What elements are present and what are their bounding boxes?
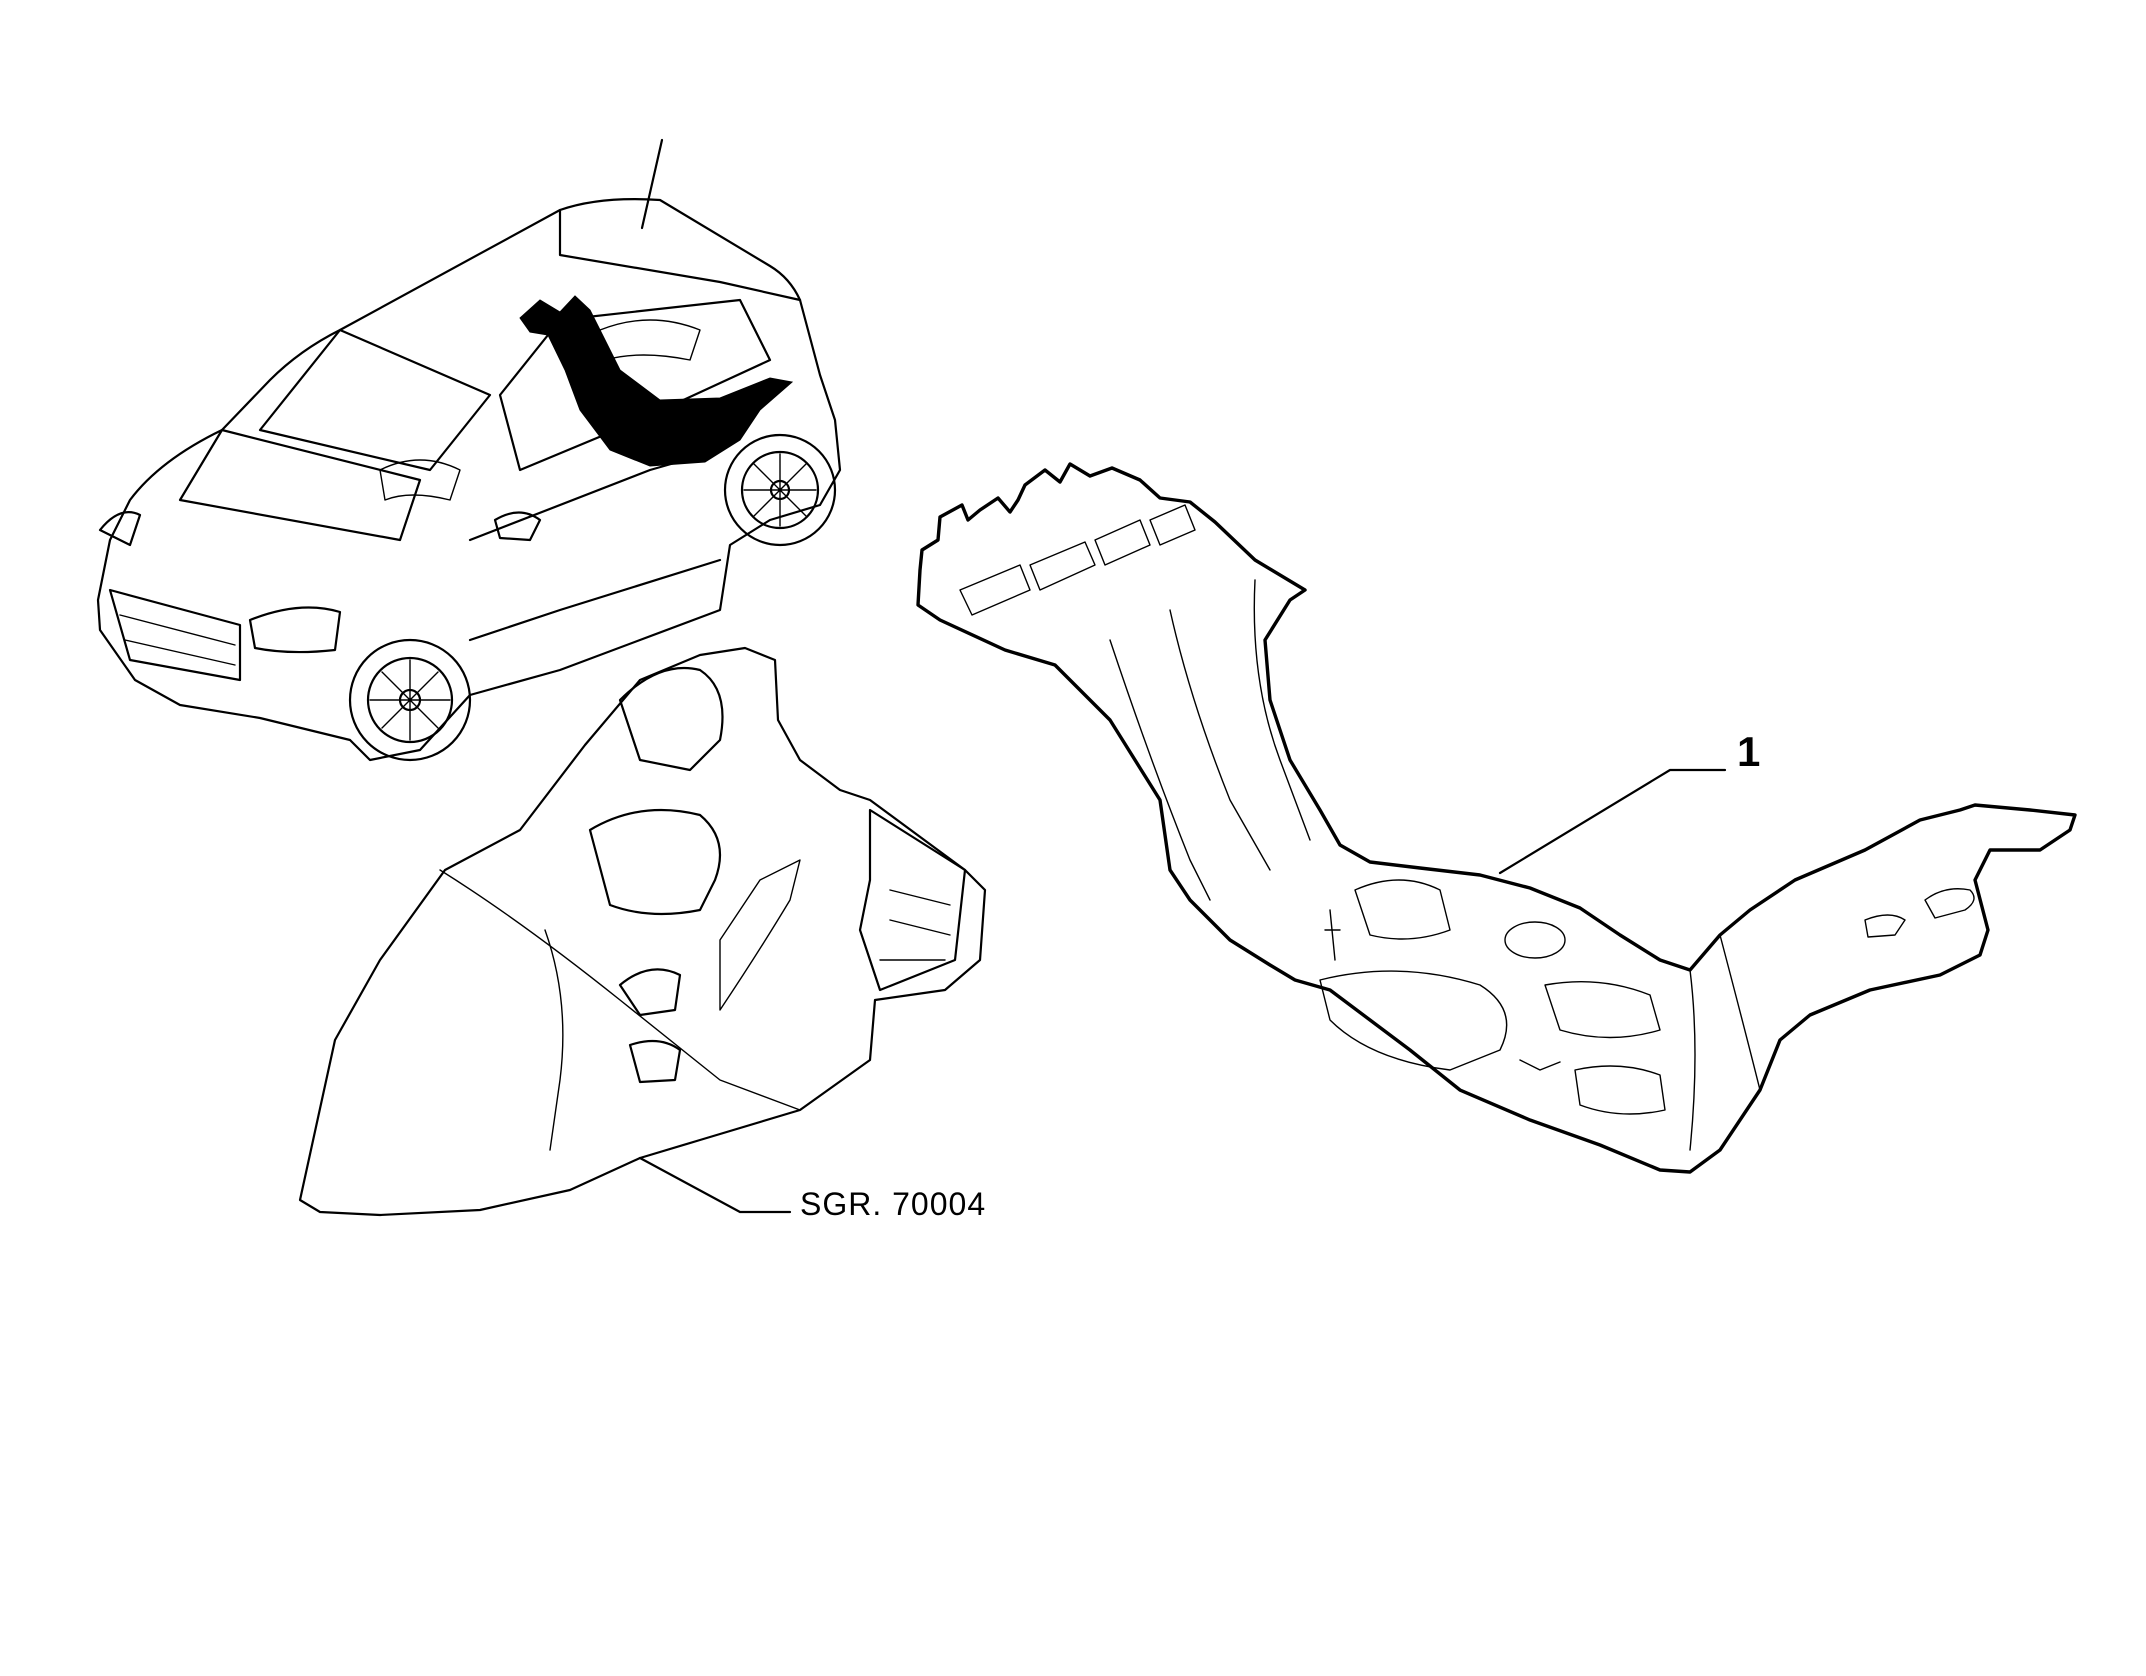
part-1-leader-line bbox=[1498, 768, 1727, 875]
car-rear-wheel bbox=[723, 433, 837, 547]
part-1-tunnel-contour-mid bbox=[1169, 609, 1271, 871]
part-1-callout-label: 1 bbox=[1737, 728, 1761, 775]
car-interior-seat bbox=[599, 319, 701, 361]
part-1-floor-recess-1 bbox=[1354, 879, 1451, 940]
car-front-spokes bbox=[369, 659, 451, 741]
part-1-tunnel-contour-left bbox=[1109, 639, 1211, 901]
car-hood bbox=[178, 428, 422, 542]
car-headlight-left bbox=[98, 511, 142, 547]
part-1-pin bbox=[1324, 909, 1341, 961]
car-headlight bbox=[248, 606, 342, 654]
component-outline bbox=[298, 646, 987, 1217]
component-contour-line bbox=[439, 869, 801, 1111]
component-bracket-ribs bbox=[879, 889, 951, 961]
part-1-top-pad-2 bbox=[1029, 541, 1096, 591]
car-roof bbox=[558, 198, 802, 302]
part-1-top-pad-1 bbox=[959, 564, 1031, 616]
car-antenna bbox=[640, 138, 664, 230]
car-windshield bbox=[258, 328, 492, 472]
car-front-wheel bbox=[348, 638, 472, 762]
part-1-rear-slot-2 bbox=[1864, 914, 1906, 938]
ref-group-callout-label: SGR. 70004 bbox=[800, 1186, 987, 1222]
car-body-outline bbox=[96, 208, 842, 762]
component-hole-lower bbox=[628, 1039, 682, 1084]
car-steering-area bbox=[379, 459, 461, 501]
car-grille-slats bbox=[119, 614, 236, 666]
part-1-floor-recess-4 bbox=[1574, 1065, 1666, 1115]
car-rear-rim bbox=[740, 450, 820, 530]
part-1-floor-recess-3 bbox=[1544, 980, 1661, 1039]
part-1-floor-round-recess bbox=[1504, 921, 1566, 959]
part-1-tunnel-contour-right bbox=[1253, 579, 1311, 841]
part-1-rear-slot-1 bbox=[1924, 888, 1975, 919]
component-bracket bbox=[858, 808, 967, 992]
component-ridge bbox=[719, 859, 801, 1011]
part-1-clip bbox=[1519, 1059, 1561, 1071]
component-hole-upper bbox=[618, 968, 682, 1017]
car-front-rim bbox=[366, 656, 454, 744]
part-1-floor-recess-2 bbox=[1319, 970, 1508, 1071]
component-mid-pocket bbox=[588, 808, 722, 916]
component-side-contour bbox=[544, 929, 564, 1151]
highlighted-part-on-car bbox=[519, 295, 794, 467]
car-mirror bbox=[493, 511, 542, 542]
part-1-rear-panel-contour bbox=[1689, 934, 1761, 1151]
car-rear-spokes bbox=[743, 453, 817, 527]
car-grille bbox=[108, 588, 242, 682]
part-1-top-pad-4 bbox=[1149, 504, 1196, 546]
part-1-top-pad-3 bbox=[1094, 519, 1151, 566]
ref-leader-line bbox=[638, 1156, 792, 1214]
part-1-outline bbox=[916, 462, 2077, 1174]
component-upper-pocket bbox=[618, 666, 724, 772]
